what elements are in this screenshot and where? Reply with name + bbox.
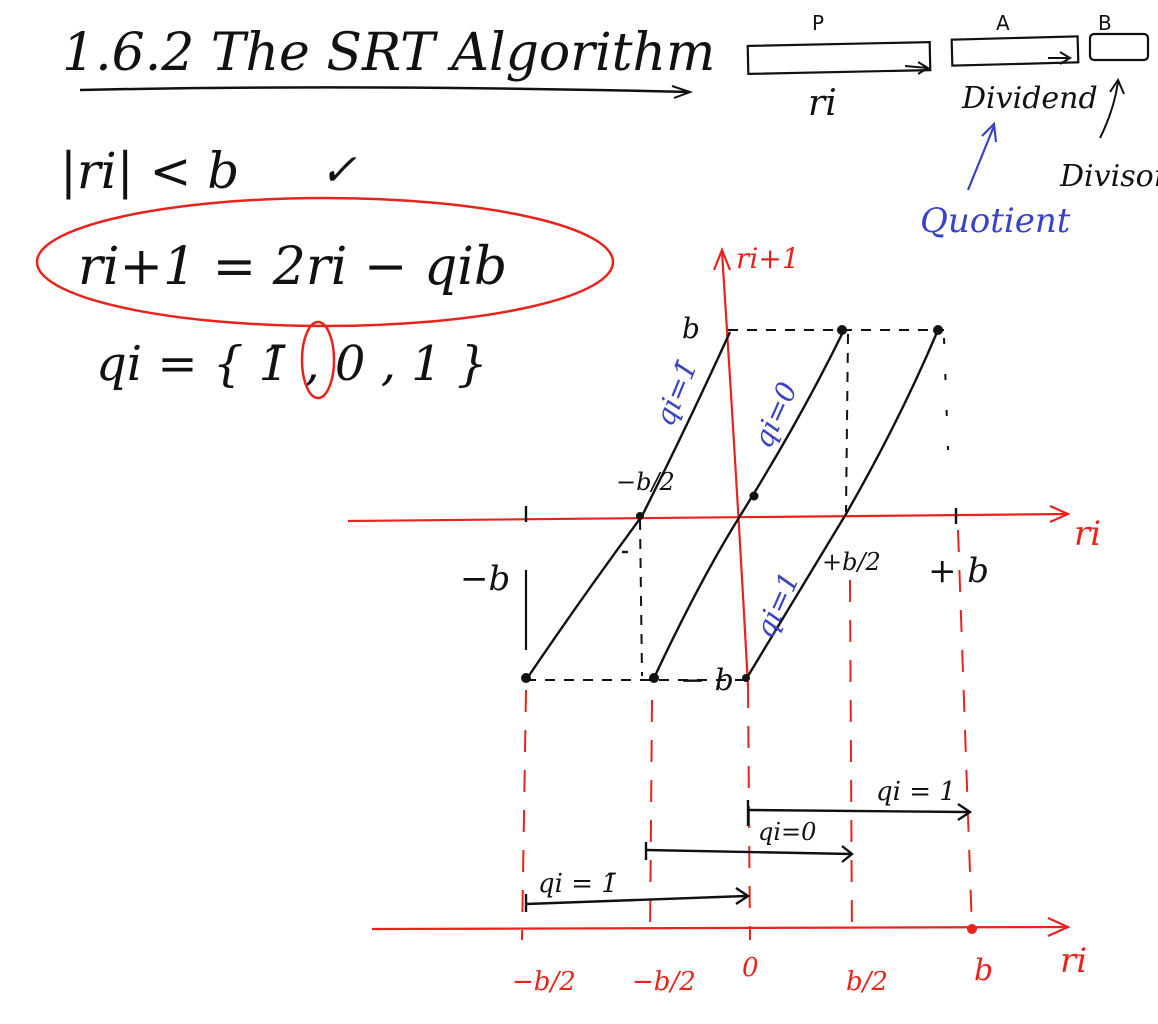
recurrence-equation: ri+1 = 2ri − qib — [78, 237, 507, 297]
zero-digit-highlight — [300, 320, 336, 400]
interval-q0-label: qi=0 — [758, 818, 816, 846]
register-label-a: A — [996, 11, 1010, 35]
interval-q1-label: qi = 1 — [876, 777, 956, 807]
interval-tick: −b/2 — [512, 967, 576, 997]
register-label-b: B — [1098, 11, 1112, 35]
plot-y-axis — [720, 251, 750, 687]
interval-axis-line — [371, 925, 1067, 931]
transfer-line-q-1 — [746, 329, 940, 677]
point — [837, 325, 847, 335]
register-diagram: P A B ri Dividend Divisor Quotient — [746, 11, 1158, 241]
interval-tick: −b/2 — [632, 967, 696, 997]
interval-axis: ri qi = 1 qi=0 qi = 1̄ −b/2 −b/2 0 b/2 b — [371, 777, 1087, 997]
point — [649, 673, 659, 683]
dividend-label: Dividend — [961, 81, 1098, 116]
digit-set-equation: qi = { 1̄ , 0 , 1 } — [96, 336, 488, 392]
interval-q1 — [747, 808, 969, 814]
line-label-q-0: qi=0 — [746, 377, 804, 453]
transfer-line-q-0 — [652, 329, 846, 679]
line-label-q-1: qi=1 — [748, 567, 806, 643]
plot-tick-b-half: +b/2 — [822, 548, 881, 576]
line-label-q-neg1: qi=1̄ — [648, 355, 704, 431]
register-label-p: P — [812, 11, 824, 35]
interval-tick: b — [974, 953, 993, 988]
plot-tick-neg-b: −b — [460, 559, 510, 599]
register-ri-label: ri — [808, 83, 837, 124]
quotient-arrow — [966, 121, 998, 191]
divisor-arrow — [1099, 77, 1125, 139]
plot-tick-b-top: b — [682, 312, 700, 345]
divisor-label: Divisor — [1059, 159, 1158, 194]
plot-y-axis-label: ri+1 — [736, 242, 800, 275]
register-p — [746, 40, 932, 76]
interval-tick: 0 — [742, 953, 759, 983]
point — [933, 325, 943, 335]
register-b — [1088, 32, 1150, 62]
quotient-label: Quotient — [920, 201, 1071, 241]
point — [521, 673, 531, 683]
interval-qneg1 — [525, 894, 747, 906]
condition-equation: |ri| < b — [60, 142, 239, 200]
interval-qneg1-label: qi = 1̄ — [538, 869, 618, 899]
plot-x-axis — [347, 512, 1067, 523]
transfer-line-q-neg1 — [525, 331, 732, 681]
title: 1.6.2 The SRT Algorithm — [62, 23, 715, 83]
checkmark: ✓ — [320, 145, 357, 196]
point — [636, 512, 644, 520]
plot-tick-neg-b-bottom: − b — [680, 663, 734, 698]
point — [742, 674, 750, 682]
interval-axis-label: ri — [1060, 941, 1087, 981]
point — [749, 491, 759, 501]
interval-tick: b/2 — [846, 967, 888, 997]
transfer-plot: ri ri+1 — [347, 242, 1101, 698]
title-underline — [79, 86, 691, 94]
plot-x-axis-label: ri — [1074, 514, 1101, 554]
plot-tick-neg-b-half: −b/2 — [616, 468, 675, 496]
interval-q0 — [645, 848, 853, 856]
register-a — [950, 35, 1080, 67]
